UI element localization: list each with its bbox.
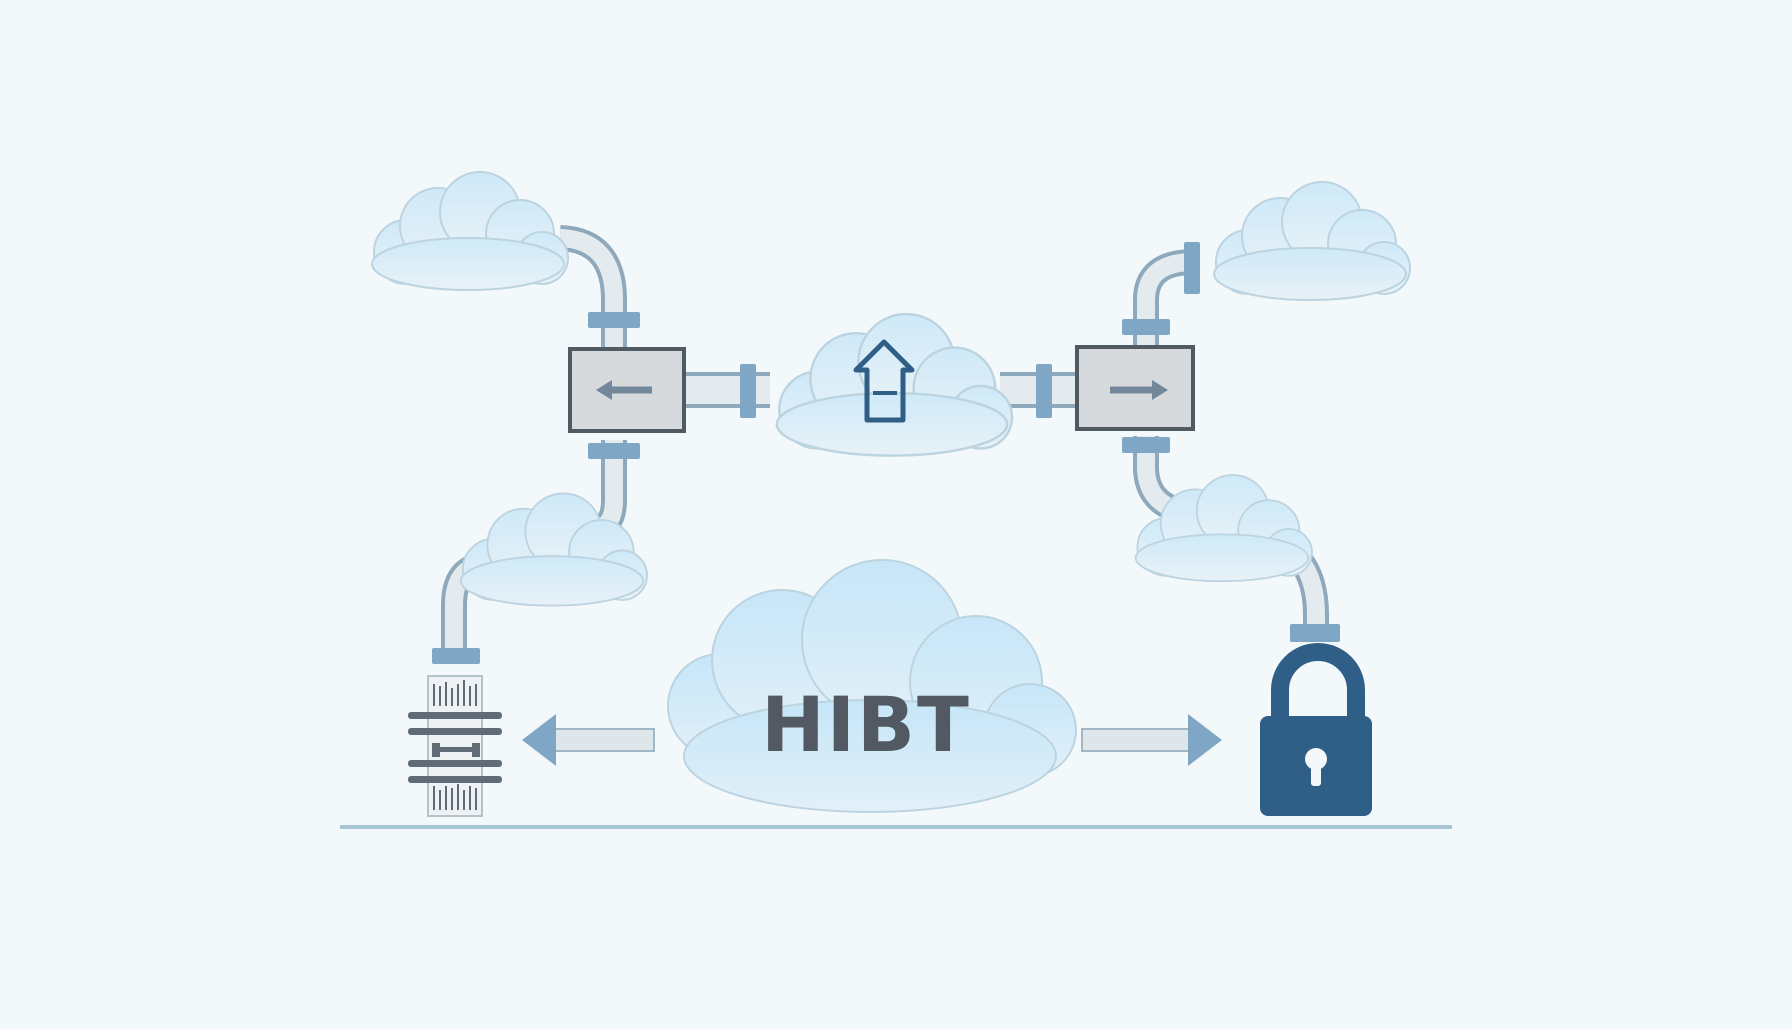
left-arrow-icon xyxy=(596,380,652,400)
center-label: HIBT xyxy=(761,680,971,769)
double-arrow xyxy=(522,714,1222,766)
right-arrow-icon xyxy=(1110,380,1168,400)
cloud-top-left xyxy=(371,171,569,291)
cloud-top-center xyxy=(775,312,1014,457)
cloud-center xyxy=(667,559,1077,813)
cloud-top-right xyxy=(1213,181,1411,301)
padlock-icon xyxy=(1260,643,1372,816)
gateway-right xyxy=(1075,345,1195,431)
server-rack-icon xyxy=(408,675,502,817)
pipe-connectors xyxy=(432,242,1340,664)
house-up-arrow-icon xyxy=(853,339,915,423)
gateway-left xyxy=(568,347,686,433)
